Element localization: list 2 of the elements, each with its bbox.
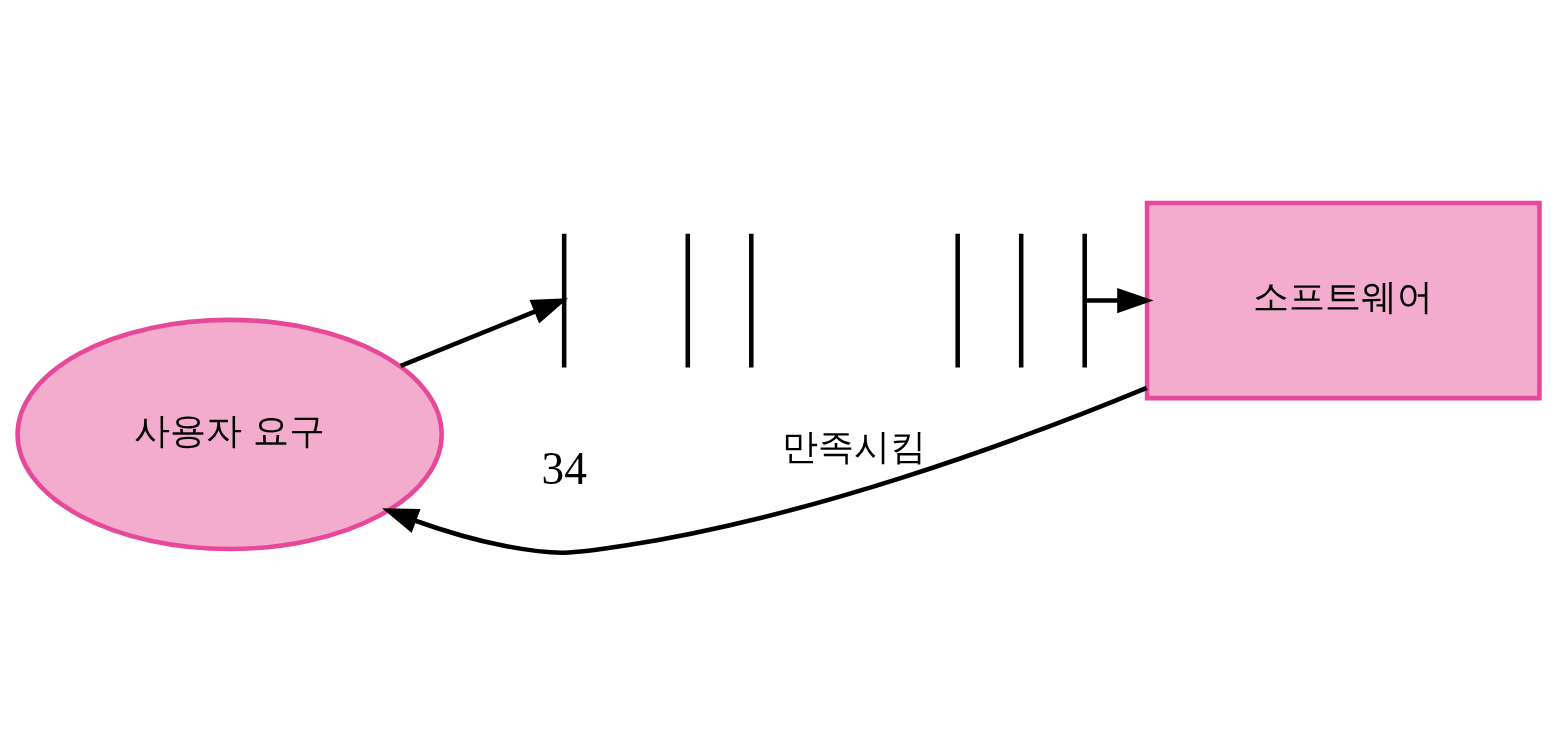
- label: 34: [541, 443, 587, 494]
- edge-label: 만족시킴: [782, 424, 927, 468]
